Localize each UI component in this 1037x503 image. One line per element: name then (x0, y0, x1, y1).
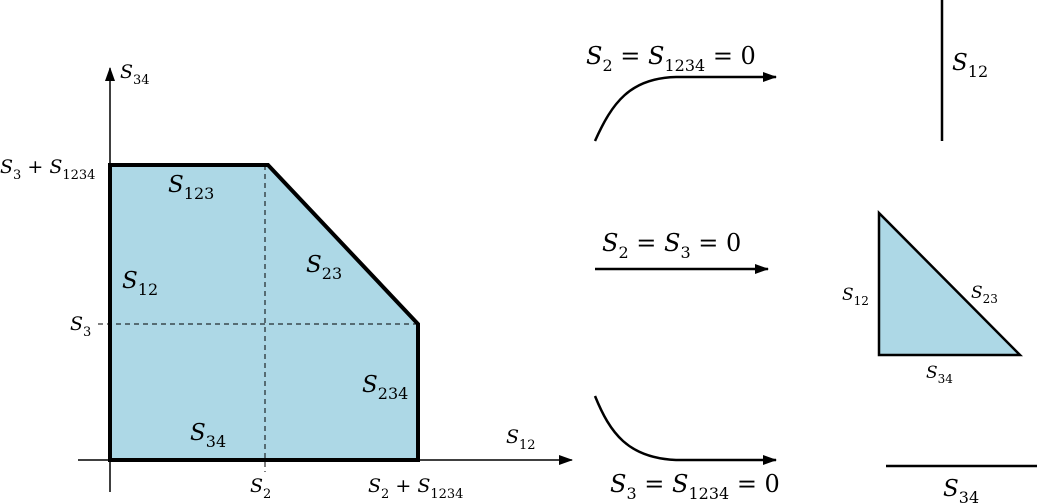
y-axis-label: S34​ (120, 61, 150, 88)
result-label-bottom: S34​ (943, 476, 979, 503)
y-tick-label-mid: S3​ (70, 313, 91, 340)
region-label-s12: S12​ (122, 268, 158, 299)
polytope-region (108, 163, 420, 462)
region-label-s23: S23​ (306, 252, 342, 283)
region-label-s234: S234​ (362, 372, 408, 403)
result-label-top: S12​ (952, 50, 988, 81)
limit-label-middle: S2​ = S3​ = 0 (602, 229, 741, 262)
limit-label-top: S2​ = S1234​ = 0 (586, 42, 756, 75)
x-axis-label: S12​ (506, 426, 536, 453)
triangle-label-diagonal: S23​ (971, 283, 998, 306)
x-tick-label-right: S2​ + S1234​ (368, 475, 463, 502)
triangle-label-left: S12​ (842, 285, 869, 308)
limit-curve-top (593, 72, 777, 142)
triangle-label-bottom: S34​ (926, 363, 953, 386)
y-tick-label-top: S3​ + S1234​ (0, 156, 95, 183)
result-triangle (877, 209, 1024, 357)
region-label-s123: S123​ (168, 172, 214, 203)
limit-label-bottom: S3​ = S1234​ = 0 (610, 470, 780, 503)
region-label-s34: S34​ (190, 420, 226, 451)
limit-curve-bottom (593, 395, 777, 465)
x-tick-label-mid: S2​ (250, 475, 271, 502)
